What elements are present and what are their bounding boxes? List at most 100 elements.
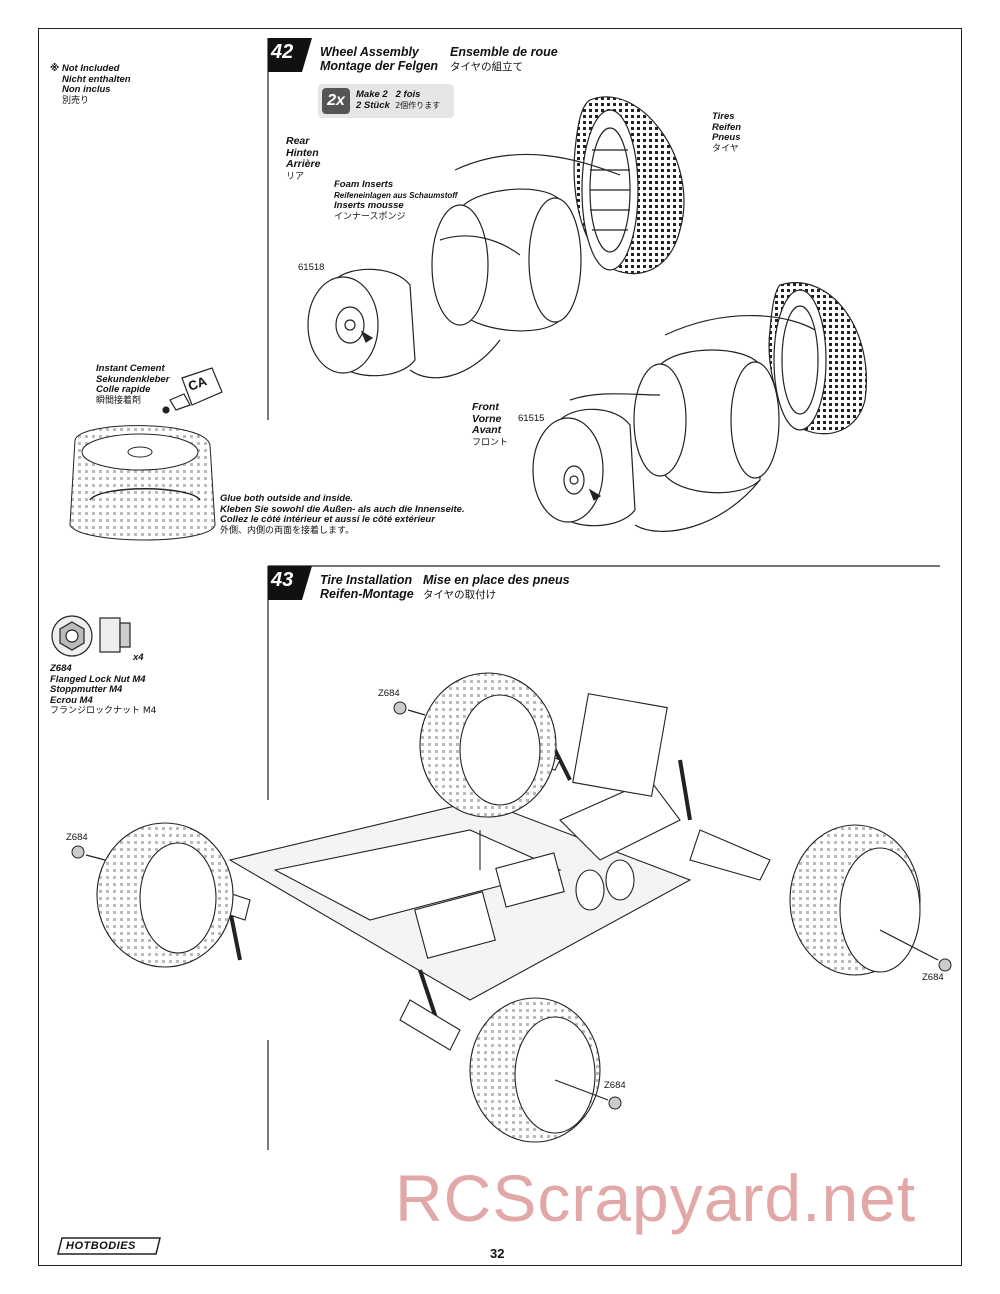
step42-number: 42 xyxy=(271,41,294,63)
rear-label: Rear Hinten Arrière リア xyxy=(286,135,321,183)
step43-title-de: Reifen-Montage xyxy=(320,587,414,601)
nut-callout-fr xyxy=(554,1079,622,1110)
watermark: RCScrapyard.net xyxy=(395,1161,917,1235)
step43-title-en: Tire Installation xyxy=(320,573,413,587)
front-de: Vorne xyxy=(472,412,502,425)
step42-badge-shape xyxy=(268,38,312,72)
front-tire xyxy=(768,282,867,435)
rear-right-wheel xyxy=(96,822,234,968)
front-jp: フロント xyxy=(472,437,509,448)
rear-en: Rear xyxy=(286,135,310,147)
step42-badge: 42 xyxy=(268,38,312,72)
nut-callout-rl xyxy=(393,701,426,716)
nut-part-number: Z684 xyxy=(50,663,72,674)
rear-foam-insert xyxy=(431,188,582,332)
make-count-badge: 2x xyxy=(322,88,350,114)
rear-de: Hinten xyxy=(286,146,319,159)
foam-jp: インナースポンジ xyxy=(334,211,406,222)
front-foam-insert xyxy=(633,349,780,494)
front-left-wheel xyxy=(789,824,921,976)
z684-callout-front-right: Z684 xyxy=(604,1080,626,1091)
nut-name-jp: フランジロックナット M4 xyxy=(50,706,157,716)
step43-badge-shape xyxy=(268,566,312,600)
nut-callout-rr xyxy=(71,845,106,861)
not-included-jp: 別売り xyxy=(62,95,90,106)
not-included-en: Not Included xyxy=(61,63,120,74)
front-label: Front Vorne Avant フロント xyxy=(472,401,509,449)
step43-title-block-2: Mise en place des pneus タイヤの取付け xyxy=(423,573,570,602)
nut-callout-fl xyxy=(879,929,952,972)
front-arrow-2 xyxy=(569,393,661,401)
tires-en: Tires xyxy=(712,111,735,122)
front-en: Front xyxy=(472,401,499,413)
hotbodies-logo-text: HOTBODIES xyxy=(66,1240,136,1252)
page-number: 32 xyxy=(490,1246,505,1261)
rear-left-wheel xyxy=(419,672,557,818)
cement-en: Instant Cement xyxy=(96,363,165,374)
rear-jp: リア xyxy=(286,171,305,182)
glue-tire xyxy=(69,425,216,541)
cement-de: Sekundenkleber xyxy=(96,373,170,385)
not-included-symbol: ※ xyxy=(50,63,60,74)
make-jp: 2個作ります xyxy=(395,100,441,110)
step42-title-block: Wheel Assembly Montage der Felgen xyxy=(320,45,438,73)
foam-en: Foam Inserts xyxy=(334,179,394,190)
glue-instruction: Glue both outside and inside. Kleben Sie… xyxy=(220,493,465,536)
foam-de: Reifeneinlagen aus Schaumstoff xyxy=(334,190,458,200)
cement-label: Instant Cement Sekundenkleber Colle rapi… xyxy=(96,363,170,406)
foam-fr: Inserts mousse xyxy=(334,200,404,211)
front-rim xyxy=(532,408,636,527)
not-included-note: ※ Not Included Nicht enthalten Non inclu… xyxy=(50,63,131,106)
make-de: 2 Stück xyxy=(356,99,390,111)
rear-arrow-3 xyxy=(409,339,501,379)
front-rim-part-number: 61515 xyxy=(518,413,545,424)
nut-info: Z684 Flanged Lock Nut M4 Stoppmutter M4 … xyxy=(50,663,157,717)
front-fr: Avant xyxy=(472,424,502,436)
glue-en: Glue both outside and inside. xyxy=(220,493,354,504)
tires-jp: タイヤ xyxy=(712,143,739,154)
tires-label: Tires Reifen Pneus タイヤ xyxy=(712,111,742,154)
rear-arrow-2 xyxy=(439,235,521,256)
make-count-text: Make 2 2 fois 2 Stück 2個作ります xyxy=(356,89,441,111)
step43-badge: 43 xyxy=(268,566,312,600)
make-en: Make 2 xyxy=(356,89,388,100)
z684-callout-rear-right: Z684 xyxy=(66,832,88,843)
step43-title-fr: Mise en place des pneus xyxy=(423,573,570,587)
flanged-nut-icon xyxy=(51,615,131,657)
tires-de: Reifen xyxy=(712,121,742,133)
step42-title-en: Wheel Assembly xyxy=(320,45,419,59)
step43-title-jp: タイヤの取付け xyxy=(423,589,497,601)
foam-label: Foam Inserts Reifeneinlagen aus Schaumst… xyxy=(334,179,458,222)
z684-callout-rear-left: Z684 xyxy=(378,688,400,699)
nut-name-en: Flanged Lock Nut M4 xyxy=(50,673,146,685)
buggy-chassis xyxy=(184,693,771,1051)
step42-title-jp: タイヤの組立て xyxy=(450,61,524,73)
rear-fr: Arrière xyxy=(286,158,321,170)
rear-rim-part-number: 61518 xyxy=(298,262,325,273)
cement-fr: Colle rapide xyxy=(96,384,151,395)
step43-number: 43 xyxy=(271,569,294,591)
page-frame xyxy=(38,28,962,1266)
nut-quantity: x4 xyxy=(133,652,144,663)
make-count-box: 2x Make 2 2 fois 2 Stück 2個作ります xyxy=(318,84,454,118)
make-fr: 2 fois xyxy=(395,89,421,100)
glue-de: Kleben Sie sowohl die Außen- als auch di… xyxy=(220,503,465,515)
step42-title-fr: Ensemble de roue xyxy=(450,45,558,59)
z684-callout-front-left: Z684 xyxy=(922,972,944,983)
cement-jp: 瞬間接着剤 xyxy=(96,395,142,406)
nut-name-de: Stoppmutter M4 xyxy=(50,684,123,695)
not-included-de: Nicht enthalten xyxy=(62,73,131,85)
rear-rim xyxy=(307,268,416,377)
front-arrow-1 xyxy=(664,314,816,336)
ca-bottle xyxy=(162,367,223,414)
front-right-wheel xyxy=(469,997,601,1143)
hotbodies-logo xyxy=(57,1237,161,1255)
step42-title-block-2: Ensemble de roue タイヤの組立て xyxy=(450,45,558,74)
tires-fr: Pneus xyxy=(712,132,741,143)
rear-arrow-1 xyxy=(454,153,621,176)
rear-tire xyxy=(573,96,685,275)
nut-name-fr: Ecrou M4 xyxy=(50,694,93,706)
not-included-fr: Non inclus xyxy=(62,84,111,95)
front-arrow-3 xyxy=(634,479,761,532)
